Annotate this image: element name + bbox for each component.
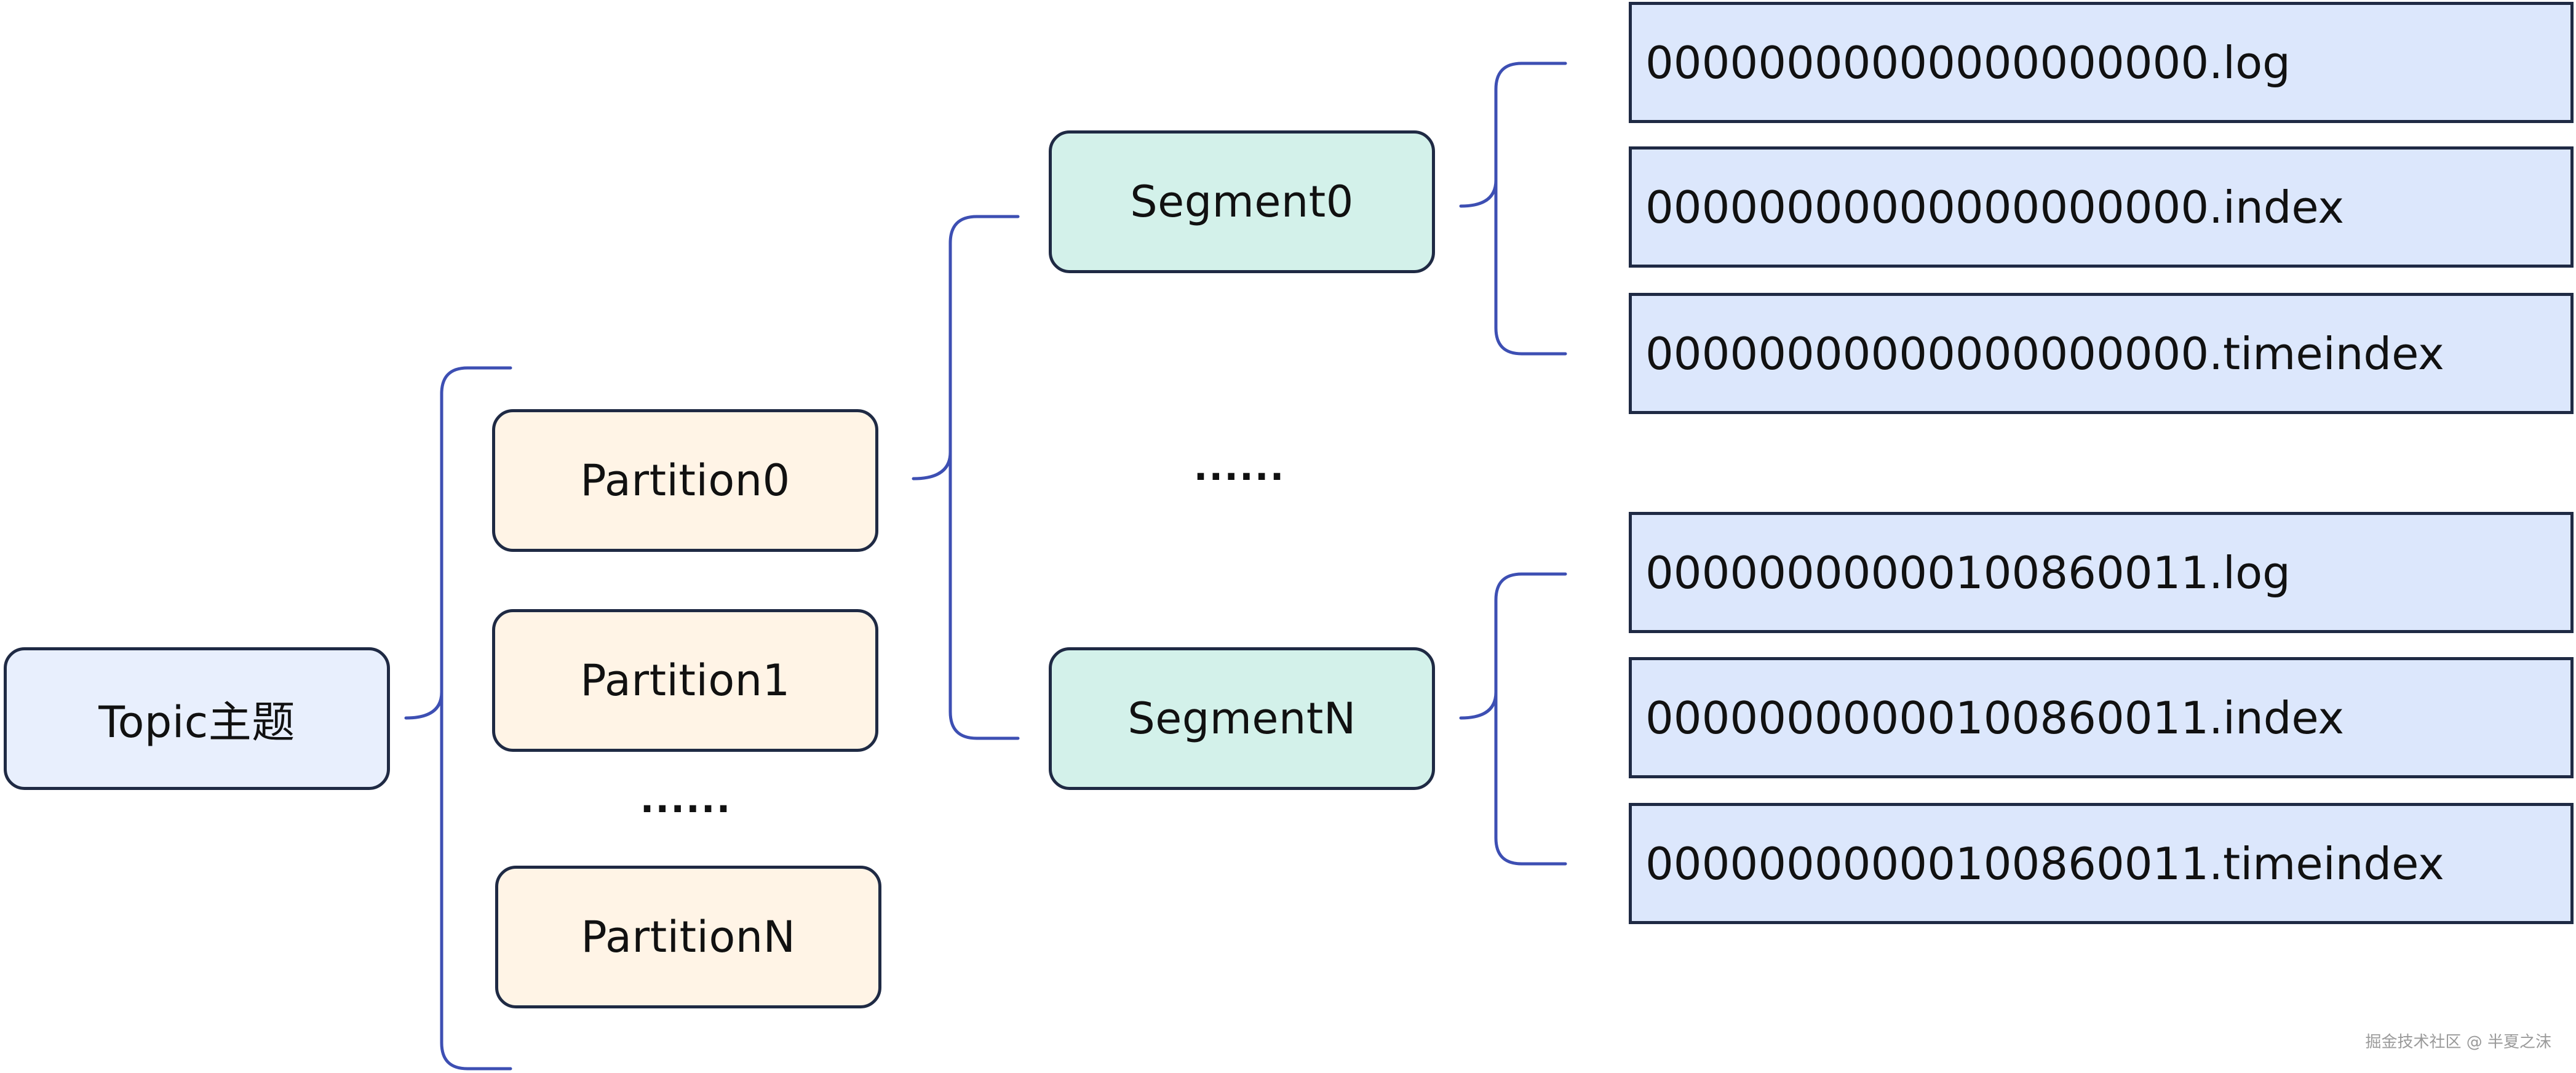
partition-node-n: PartitionN (495, 866, 881, 1008)
segmentN-index-file: 00000000000100860011.index (1629, 657, 2574, 778)
topic-node: Topic主题 (4, 647, 390, 790)
partition-label: Partition1 (580, 655, 790, 706)
topic-brace (404, 366, 512, 720)
partition-node-0: Partition0 (492, 409, 878, 552)
segment-label: Segment0 (1130, 177, 1354, 227)
file-name: 00000000000100860011.log (1645, 546, 2291, 599)
partition-label: PartitionN (581, 912, 796, 962)
segment-ellipsis: ...... (1193, 446, 1286, 489)
partition-label: Partition0 (580, 455, 790, 506)
file-name: 00000000000100860011.index (1645, 692, 2345, 744)
file-name: 00000000000000000000.index (1645, 181, 2345, 233)
segment-node-0: Segment0 (1049, 130, 1435, 273)
segment-label: SegmentN (1127, 693, 1356, 744)
segment-node-n: SegmentN (1049, 647, 1435, 790)
segmentN-log-file: 00000000000100860011.log (1629, 512, 2574, 633)
partition-node-1: Partition1 (492, 609, 878, 752)
segment0-brace (1459, 62, 1567, 208)
file-name: 00000000000100860011.timeindex (1645, 837, 2444, 890)
segment0-timeindex-file: 00000000000000000000.timeindex (1629, 293, 2574, 414)
partition-ellipsis: ...... (640, 778, 732, 821)
segmentN-timeindex-file: 00000000000100860011.timeindex (1629, 803, 2574, 924)
topic-label: Topic主题 (98, 696, 295, 748)
watermark: 掘金技术社区 @ 半夏之沫 (2365, 1033, 2551, 1051)
segment0-index-file: 00000000000000000000.index (1629, 146, 2574, 268)
file-name: 00000000000000000000.log (1645, 36, 2291, 89)
file-name: 00000000000000000000.timeindex (1645, 327, 2444, 380)
segmentN-brace (1459, 572, 1567, 720)
segment0-log-file: 00000000000000000000.log (1629, 2, 2574, 123)
partition-brace (912, 215, 1020, 481)
